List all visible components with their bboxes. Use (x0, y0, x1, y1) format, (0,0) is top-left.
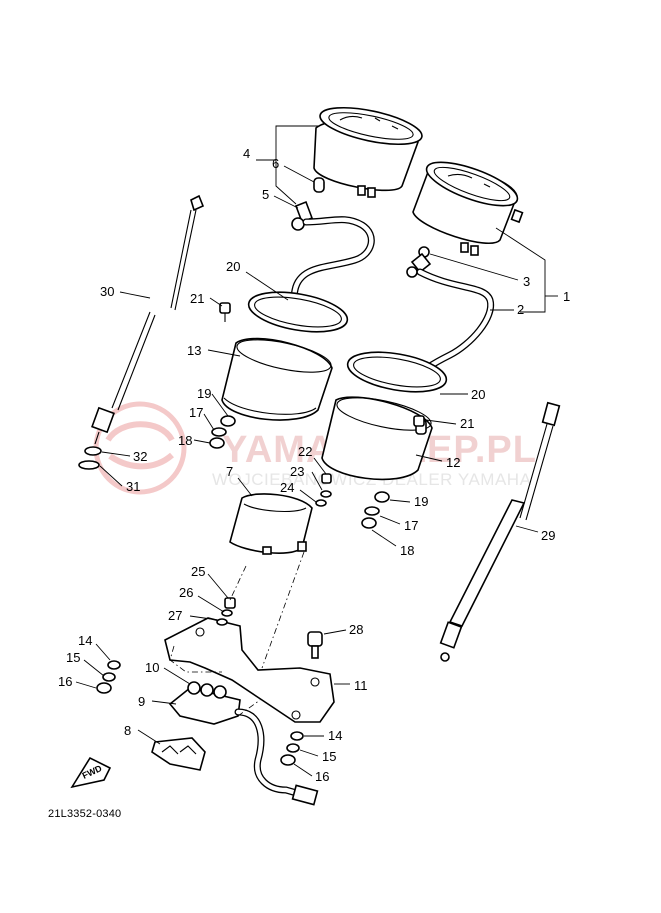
callout-22: 22 (298, 444, 312, 459)
callout-25: 25 (191, 564, 205, 579)
ring-32-31 (78, 446, 102, 470)
callout-24: 24 (280, 480, 294, 495)
fasteners-bracket-right (280, 731, 304, 766)
bracket-11 (164, 617, 335, 723)
callout-18-right: 18 (400, 543, 414, 558)
cable-30 (91, 194, 205, 445)
screw-21-right (413, 415, 425, 427)
callout-28: 28 (349, 622, 363, 637)
callout-16-right: 16 (315, 769, 329, 784)
meter-assembly-upper (313, 106, 423, 198)
callout-21-right: 21 (460, 416, 474, 431)
callout-30: 30 (100, 284, 114, 299)
callout-3: 3 (523, 274, 530, 289)
bulb-socket-3 (406, 246, 432, 278)
callout-19-right: 19 (414, 494, 428, 509)
callout-1: 1 (563, 289, 570, 304)
callout-12: 12 (446, 455, 460, 470)
callout-29: 29 (541, 528, 555, 543)
callout-20-right: 20 (471, 387, 485, 402)
callout-32: 32 (133, 449, 147, 464)
callout-5: 5 (262, 187, 269, 202)
callout-20-top: 20 (226, 259, 240, 274)
callout-2: 2 (517, 302, 524, 317)
fasteners-bracket-top (216, 597, 236, 626)
callout-21-left: 21 (190, 291, 204, 306)
indicator-panel-9-10 (168, 681, 241, 725)
cable-29 (439, 401, 561, 662)
callout-4: 4 (243, 146, 250, 161)
callout-8: 8 (124, 723, 131, 738)
fasteners-center (315, 473, 332, 507)
callouts: 4 6 5 1 3 2 20 21 13 20 21 12 (58, 125, 570, 784)
meter-case-12 (321, 351, 448, 481)
fasteners-right (361, 491, 390, 529)
fasteners-bracket-left (96, 660, 121, 694)
callout-23: 23 (290, 464, 304, 479)
callout-13: 13 (187, 343, 201, 358)
callout-14-left: 14 (78, 633, 92, 648)
callout-6: 6 (272, 156, 279, 171)
callout-10: 10 (145, 660, 159, 675)
callout-19-left: 19 (197, 386, 211, 401)
screw-21-left (219, 302, 231, 322)
callout-15-left: 15 (66, 650, 80, 665)
callout-18-left: 18 (178, 433, 192, 448)
callout-15-right: 15 (322, 749, 336, 764)
callout-31: 31 (126, 479, 140, 494)
indicator-housing-7 (229, 493, 313, 555)
callout-14-right: 14 (328, 728, 342, 743)
bulb-6 (313, 177, 325, 193)
callout-17-left: 17 (189, 405, 203, 420)
callout-9: 9 (138, 694, 145, 709)
meter-case-13 (221, 291, 349, 421)
callout-7: 7 (226, 464, 233, 479)
reference-code: 21L3352-0340 (48, 808, 122, 820)
callout-16-left: 16 (58, 674, 72, 689)
callout-27: 27 (168, 608, 182, 623)
callout-17-right: 17 (404, 518, 418, 533)
indicator-lens-8 (151, 737, 206, 771)
bulb-socket-5 (291, 200, 314, 231)
callout-26: 26 (179, 585, 193, 600)
bolt-28 (307, 631, 323, 659)
fwd-arrow: FWD (70, 756, 112, 789)
meter-assembly-right (412, 161, 524, 256)
connector-harness (291, 784, 319, 806)
callout-11: 11 (354, 678, 368, 693)
